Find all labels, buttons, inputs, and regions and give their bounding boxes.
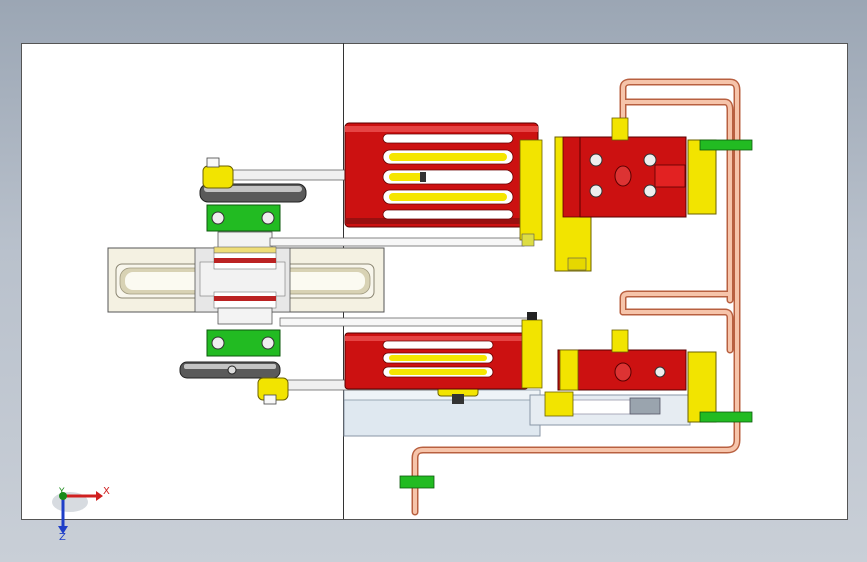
base-plate[interactable] — [343, 389, 691, 437]
axis-y-label: Y — [59, 487, 65, 497]
axis-z-label: Z — [59, 532, 66, 543]
valve-block-lower[interactable] — [544, 329, 753, 423]
coordinate-triad-icon — [52, 491, 103, 534]
valve-block-upper[interactable] — [554, 117, 753, 272]
cylinder-upper[interactable] — [344, 122, 543, 247]
steam-pipes[interactable] — [411, 78, 741, 516]
cylinder-lower[interactable] — [344, 312, 543, 390]
axis-x-label: X — [103, 486, 110, 497]
pipe-clip-green[interactable] — [399, 475, 435, 489]
crankshaft-assembly[interactable] — [179, 183, 307, 379]
